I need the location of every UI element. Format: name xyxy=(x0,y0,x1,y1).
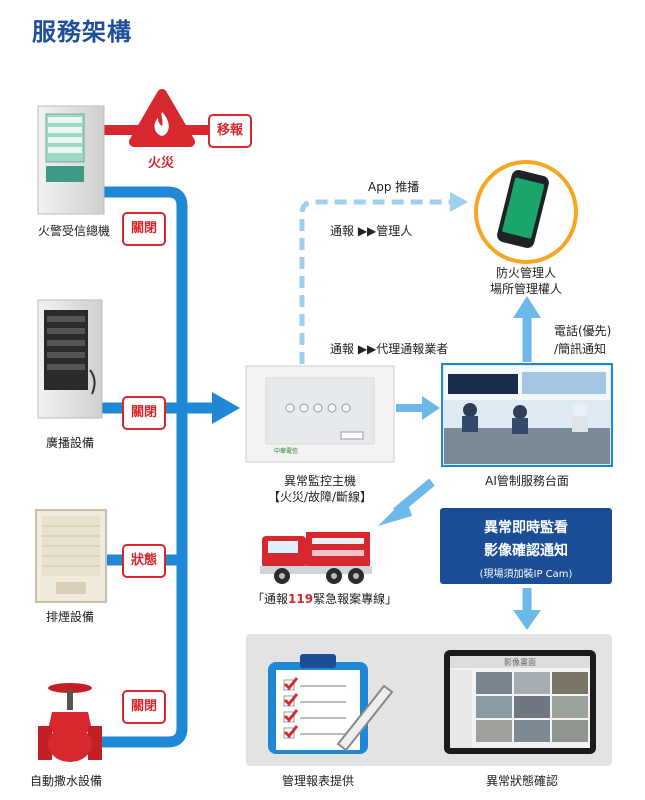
report-label: 管理報表提供 xyxy=(281,774,354,788)
close-badge-fire-panel: 關閉 xyxy=(122,212,166,246)
phone-sms-label-2: /簡訊通知 xyxy=(554,342,607,356)
fire-icon xyxy=(129,89,195,147)
service-desk-photo xyxy=(441,363,613,467)
close-badge-broadcast: 關閉 xyxy=(122,396,166,430)
call-119-number: 119 xyxy=(288,592,314,606)
fire-label: 火災 xyxy=(148,156,175,171)
controller-device xyxy=(245,365,395,463)
app-push-path xyxy=(299,199,452,364)
desk-to-119-arrow xyxy=(378,498,412,526)
broadcast-label: 廣播設備 xyxy=(46,436,95,450)
smoke-exhaust-device xyxy=(35,509,107,603)
controller-label-1: 異常監控主機 xyxy=(283,474,356,488)
controller-label-2: 【火災/故障/斷線】 xyxy=(267,490,373,504)
controller-to-desk-arrow xyxy=(422,396,440,420)
sprinkler-valve-device xyxy=(38,683,102,762)
sprinkler-label: 自動撒水設備 xyxy=(30,774,103,788)
manager-label-2: 場所管理權人 xyxy=(489,282,562,296)
monitor-box-line2: 影像確認通知 xyxy=(484,543,568,559)
service-desk-label: AI管制服務台面 xyxy=(485,474,569,488)
smoke-exhaust-label: 排煙設備 xyxy=(46,610,95,624)
tablet-cctv-icon xyxy=(444,650,596,754)
abnormal-confirm-label: 異常狀態確認 xyxy=(485,774,558,788)
smartphone-device xyxy=(474,160,578,264)
phone-sms-label-1: 電話(優先) xyxy=(554,324,612,338)
app-push-arrow xyxy=(450,192,468,212)
notify-manager-label: 通報 ▶▶管理人 xyxy=(330,224,413,238)
monitor-down-arrow xyxy=(513,610,541,630)
manager-label-1: 防火管理人 xyxy=(495,266,556,280)
close-badge-sprinkler: 關閉 xyxy=(122,690,166,724)
page-title: 服務架構 xyxy=(32,18,132,46)
status-badge: 狀態 xyxy=(122,544,166,578)
tablet-screen-title: 影像畫面 xyxy=(504,658,536,667)
arrow-to-controller xyxy=(212,392,240,424)
fire-truck-icon xyxy=(260,532,372,584)
monitor-box: 異常即時監看 影像確認通知 (現場須加裝IP Cam) xyxy=(440,508,612,584)
call-119-prefix: 「通報 xyxy=(252,592,289,606)
monitor-box-line3: (現場須加裝IP Cam) xyxy=(479,569,573,580)
desk-to-manager-arrow xyxy=(513,296,541,318)
call-119-label: 「通報119緊急報案專線」 xyxy=(252,590,397,607)
fire-panel-device xyxy=(37,105,105,215)
monitor-box-line1: 異常即時監看 xyxy=(484,520,568,536)
fire-panel-label: 火警受信總機 xyxy=(38,224,111,238)
controller-logo-text: 中華電信 xyxy=(274,448,299,455)
clipboard-report-icon xyxy=(268,654,394,754)
notify-agent-label: 通報 ▶▶代理通報業者 xyxy=(330,342,449,356)
broadcast-device xyxy=(37,299,103,419)
app-push-label: App 推播 xyxy=(368,180,420,194)
call-119-suffix: 緊急報案專線」 xyxy=(313,592,398,606)
signal-pipe xyxy=(96,186,188,748)
relocate-badge: 移報 xyxy=(208,114,252,148)
